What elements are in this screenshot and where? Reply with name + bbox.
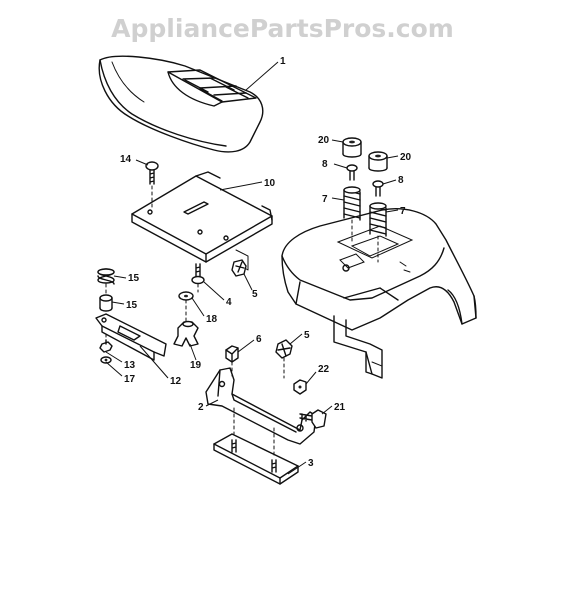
part-knob-19[interactable] xyxy=(173,320,199,347)
part-pivot-bracket-2[interactable] xyxy=(205,367,317,445)
callout-4: 4 xyxy=(226,297,232,308)
part-bushing-15[interactable] xyxy=(99,294,113,312)
part-washer-17[interactable] xyxy=(100,356,112,364)
callout-1: 1 xyxy=(280,56,286,67)
part-bumper-20b[interactable] xyxy=(368,151,388,172)
part-spring-7b[interactable] xyxy=(369,202,387,237)
callout-20b: 20 xyxy=(400,152,412,163)
callout-19: 19 xyxy=(190,360,202,371)
part-nut-5b[interactable] xyxy=(275,339,293,359)
callout-8b: 8 xyxy=(398,175,404,186)
part-screw-14[interactable] xyxy=(145,161,159,185)
callout-5a: 5 xyxy=(252,289,258,300)
part-spring-16[interactable] xyxy=(97,268,115,285)
callout-7b: 7 xyxy=(400,206,406,217)
part-nut-6[interactable] xyxy=(225,345,239,363)
callout-5b: 5 xyxy=(304,330,310,341)
callout-6: 6 xyxy=(256,334,262,345)
part-fender-body xyxy=(281,208,477,379)
callout-labels: 1 14 10 15 15 12 13 17 4 5 18 19 6 5 2 2… xyxy=(120,56,412,469)
callout-3: 3 xyxy=(308,458,314,469)
part-seat[interactable] xyxy=(98,55,264,153)
part-screw-4[interactable] xyxy=(191,263,205,285)
callout-8a: 8 xyxy=(322,159,328,170)
part-screw-8a[interactable] xyxy=(346,164,358,181)
callout-17: 17 xyxy=(124,374,136,385)
leader-lines xyxy=(105,61,399,475)
part-spring-7a[interactable] xyxy=(343,186,361,221)
callout-15: 15 xyxy=(126,300,138,311)
callout-18: 18 xyxy=(206,314,218,325)
part-washer-22[interactable] xyxy=(293,379,307,395)
part-bolt-21[interactable] xyxy=(299,409,327,429)
callout-22: 22 xyxy=(318,364,330,375)
callout-14: 14 xyxy=(120,154,132,165)
callout-13: 13 xyxy=(124,360,136,371)
watermark-logo: AppliancePartsPros.com xyxy=(111,14,454,43)
alignment-guides xyxy=(105,185,379,459)
callout-7a: 7 xyxy=(322,194,328,205)
part-washer-18[interactable] xyxy=(178,291,194,301)
callout-12: 12 xyxy=(170,376,182,387)
part-slide-bracket-12[interactable] xyxy=(95,313,167,361)
callout-20a: 20 xyxy=(318,135,330,146)
part-bumper-20a[interactable] xyxy=(342,137,362,158)
part-nut-13[interactable] xyxy=(99,339,113,353)
callout-21: 21 xyxy=(334,402,346,413)
callout-16: 15 xyxy=(128,273,140,284)
part-seat-pan-10[interactable] xyxy=(131,171,273,271)
part-screw-8b[interactable] xyxy=(372,180,384,197)
callout-2: 2 xyxy=(198,402,204,413)
callout-10: 10 xyxy=(264,178,276,189)
part-plate-3[interactable] xyxy=(213,433,299,485)
part-nut-5a[interactable] xyxy=(231,259,247,277)
